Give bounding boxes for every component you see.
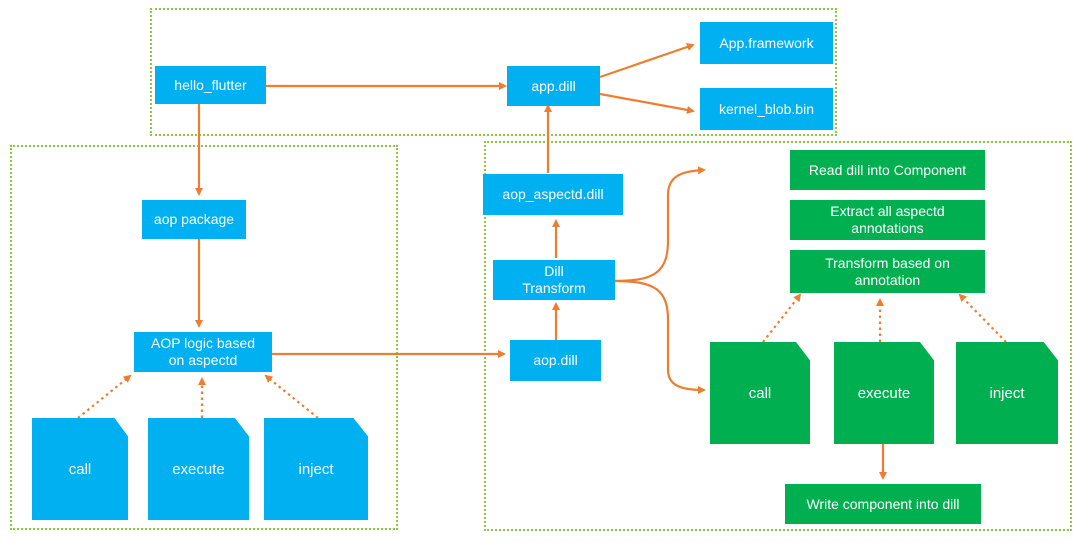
app-dill-node: app.dill: [507, 66, 600, 106]
extract-annotations-step: Extract all aspectd annotations: [790, 200, 985, 240]
right-execute-doc: execute: [834, 342, 934, 444]
left-inject-doc: inject: [264, 418, 368, 520]
left-call-doc: call: [32, 418, 128, 520]
kernel-blob-node: kernel_blob.bin: [700, 88, 833, 130]
aop-package-node: aop package: [142, 200, 246, 239]
build-output-region: [150, 8, 837, 136]
aop-aspectd-dill-node: aop_aspectd.dill: [483, 174, 623, 215]
aop-source-region: [10, 145, 398, 530]
hello-flutter-node: hello_flutter: [155, 66, 266, 104]
aop-dill-node: aop.dill: [510, 340, 601, 381]
transform-region: [484, 141, 1072, 531]
dill-transform-node: Dill Transform: [493, 260, 615, 300]
write-component-step: Write component into dill: [785, 484, 981, 524]
transform-annotation-step: Transform based on annotation: [790, 250, 985, 293]
aop-logic-node: AOP logic based on aspectd: [134, 332, 272, 372]
left-execute-doc: execute: [148, 418, 249, 520]
app-framework-node: App.framework: [700, 22, 833, 64]
read-dill-step: Read dill into Component: [790, 150, 985, 190]
right-call-doc: call: [710, 342, 810, 444]
right-inject-doc: inject: [956, 342, 1058, 444]
